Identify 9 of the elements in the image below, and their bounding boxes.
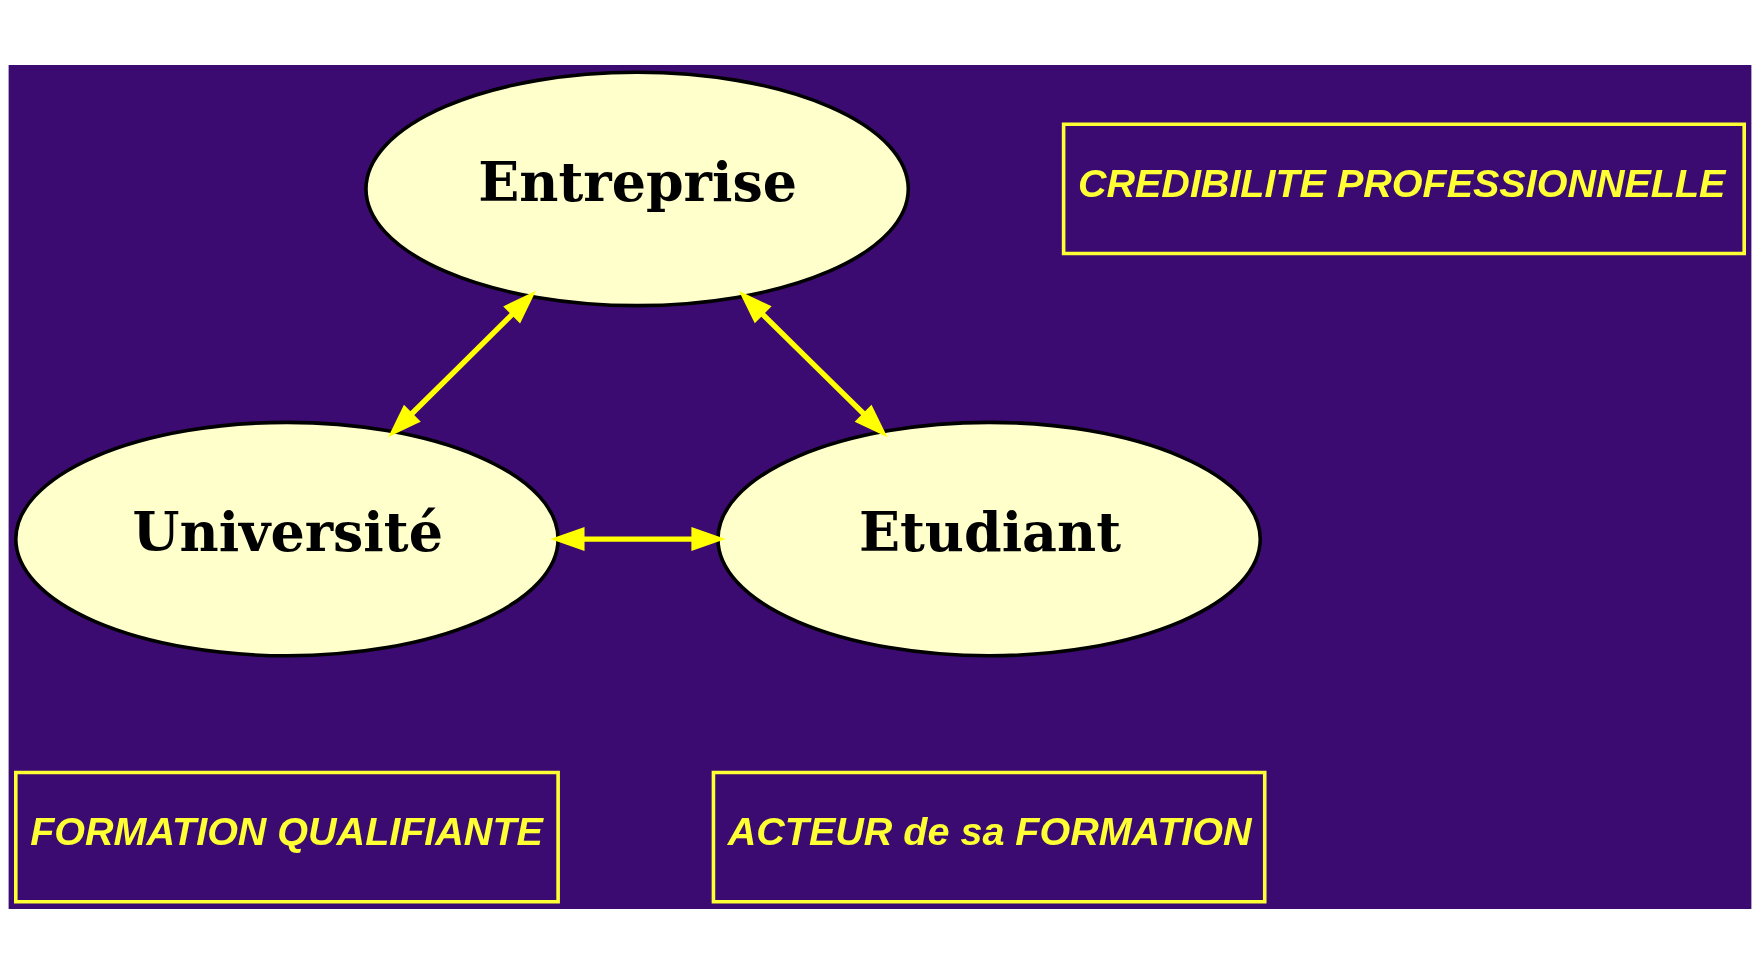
node-box: ACTEUR de sa FORMATION (711, 770, 1267, 904)
node-ellipse: Etudiant (716, 420, 1263, 658)
arrow (550, 526, 726, 551)
node-ellipse: Entreprise (364, 69, 911, 307)
arrow (388, 290, 536, 437)
arrow (738, 290, 888, 437)
node-box: FORMATION QUALIFIANTE (14, 770, 560, 904)
node-ellipse: Université (14, 420, 560, 658)
node-box: CREDIBILITE PROFESSIONNELLE (1061, 121, 1746, 255)
